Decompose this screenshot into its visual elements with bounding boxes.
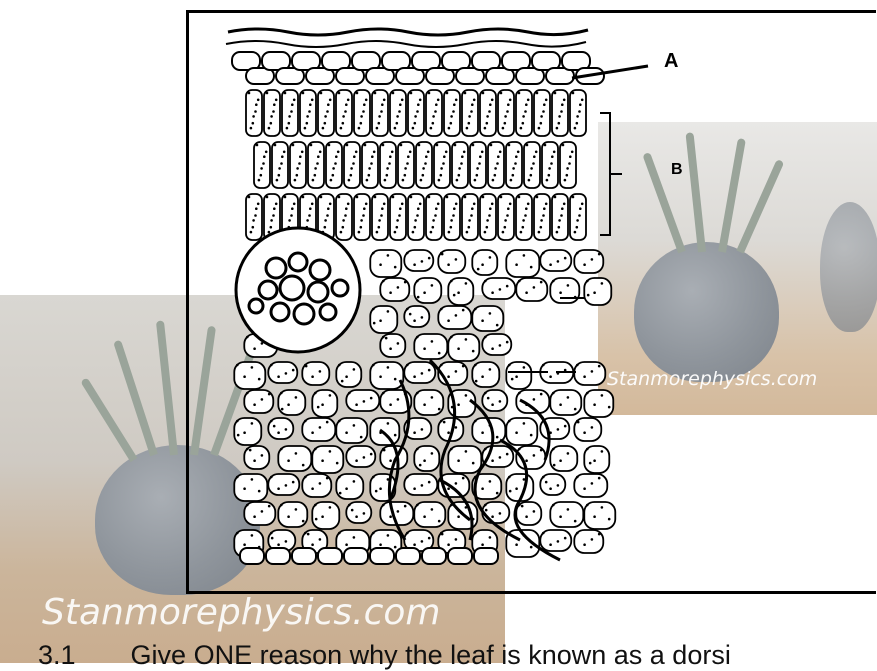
question-number: 3.1 — [38, 640, 76, 670]
palisade-mesophyll — [246, 90, 586, 240]
bracket-b — [600, 113, 610, 235]
cuticle-line — [226, 41, 586, 47]
watermark-right: Stanmorephysics.com — [607, 368, 817, 390]
lower-epidermis — [240, 548, 498, 564]
question-line: 3.1 Give ONE reason why the leaf is known… — [38, 640, 731, 671]
watermark-left: Stanmorephysics.com — [42, 592, 441, 633]
label-a: A — [664, 50, 678, 73]
cuticle-line — [228, 29, 588, 35]
question-text: Give ONE reason why the leaf is known as… — [131, 640, 731, 670]
upper-epidermis — [232, 52, 604, 84]
vascular-bundle — [236, 228, 360, 352]
label-b: B — [671, 161, 683, 179]
